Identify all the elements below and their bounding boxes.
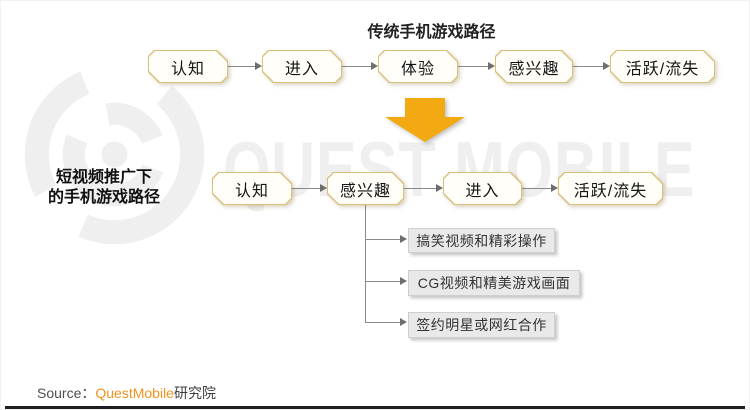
branch-trunk-line [365,205,366,323]
big-down-arrow-icon [385,98,465,142]
connector-line [404,188,436,189]
short-video-path-title-line1: 短视频推广下 [55,169,152,186]
connector-line [573,66,603,67]
branch-line [365,239,400,240]
trad-step-cognition-label: 认知 [149,51,227,82]
short-video-path-title: 短视频推广下 的手机游戏路径 [24,168,184,208]
source-brand: QuestMobile [95,385,174,401]
arrowhead-right-icon [320,184,327,192]
sv-step-cognition-label: 认知 [213,173,291,204]
source-suffix: 研究院 [173,385,216,401]
questmobile-rings-watermark-icon [24,64,205,245]
branch-line [365,322,400,323]
trad-step-experience: 体验 [378,50,458,83]
sv-step-interest-label: 感兴趣 [328,173,403,204]
trad-step-enter: 进入 [262,50,342,83]
arrowhead-right-icon [255,62,262,70]
trad-step-active-churn: 活跃/流失 [610,50,715,83]
trad-step-active-churn-label: 活跃/流失 [611,51,714,82]
arrowhead-right-icon [488,62,495,70]
connector-line [458,66,488,67]
branch-funny-videos: 搞笑视频和精彩操作 [408,228,555,253]
sv-step-active-churn-label: 活跃/流失 [559,173,662,204]
arrowhead-right-icon [603,62,610,70]
trad-step-experience-label: 体验 [379,51,457,82]
bottom-divider-bar [5,406,745,409]
traditional-path-title: 传统手机游戏路径 [367,24,496,41]
source-label: Source： [37,385,96,401]
sv-step-cognition: 认知 [212,172,292,205]
trad-step-cognition: 认知 [148,50,228,83]
trad-step-interest-label: 感兴趣 [496,51,572,82]
sv-step-active-churn: 活跃/流失 [558,172,663,205]
arrowhead-right-icon [400,235,407,243]
trad-step-enter-label: 进入 [263,51,341,82]
source-line: Source：QuestMobile研究院 [37,383,216,403]
branch-cg-videos: CG视频和精美游戏画面 [408,270,580,296]
branch-celebrity-kol: 签约明星或网红合作 [408,312,555,338]
arrowhead-right-icon [371,62,378,70]
arrowhead-right-icon [400,318,407,326]
arrowhead-right-icon [400,277,407,285]
short-video-path-title-line2: 的手机游戏路径 [47,189,160,206]
trad-step-interest: 感兴趣 [495,50,573,83]
connector-line [228,66,256,67]
arrowhead-right-icon [551,184,558,192]
sv-step-enter-label: 进入 [444,173,521,204]
connector-line [342,66,371,67]
sv-step-enter: 进入 [443,172,522,205]
arrowhead-right-icon [436,184,443,192]
sv-step-interest: 感兴趣 [327,172,404,205]
branch-line [365,281,400,282]
connector-line [522,188,551,189]
connector-line [292,188,320,189]
